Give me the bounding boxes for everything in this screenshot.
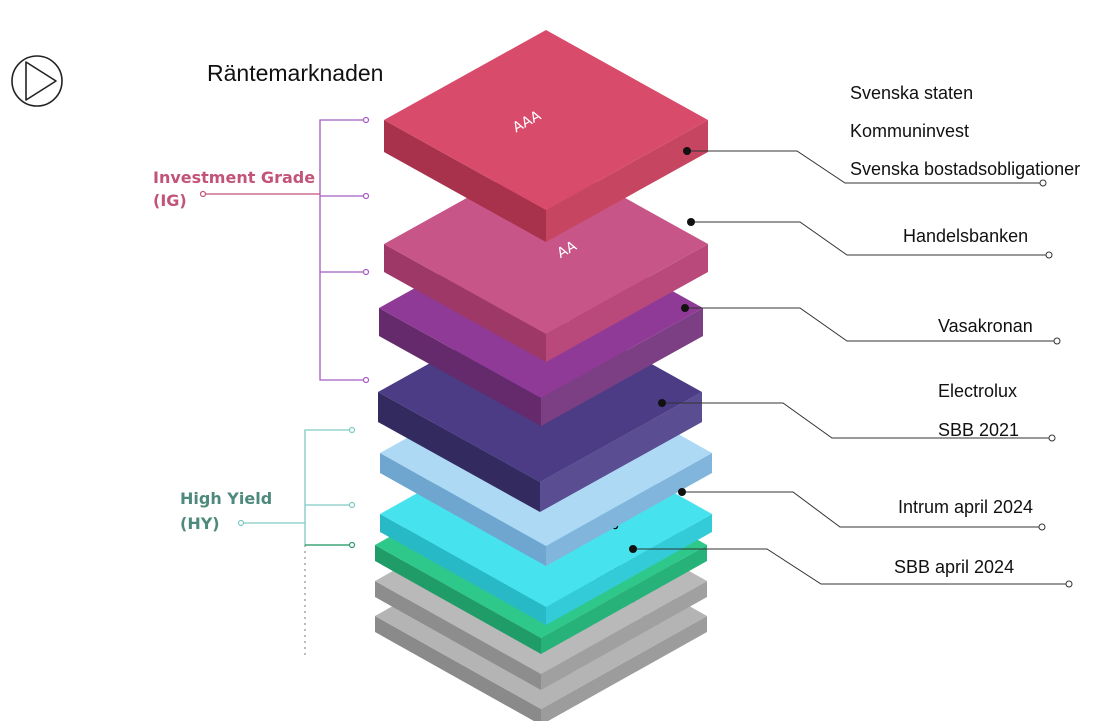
grade-brackets xyxy=(199,116,370,655)
layer-bb-right-face xyxy=(546,453,712,566)
layer-aaa: AAA xyxy=(384,30,708,242)
issuer-electrolux: Electrolux xyxy=(938,381,1017,401)
issuer-kommuninvest: Kommuninvest xyxy=(850,121,969,141)
ig-dot-aa xyxy=(362,192,370,200)
leader-end-dot xyxy=(1048,434,1056,442)
issuer-svenska-staten: Svenska staten xyxy=(850,83,973,103)
layer-aa-top-face xyxy=(384,154,708,334)
leader-end-dot xyxy=(1065,580,1073,588)
layer-aaa-left-face xyxy=(384,120,546,242)
high-yield-name: High Yield xyxy=(180,489,272,508)
ig-dot-aaa xyxy=(362,116,370,124)
leader-line xyxy=(687,150,1043,184)
ig-dot-bbb xyxy=(362,376,370,384)
issuer-vasakronan: Vasakronan xyxy=(938,316,1033,336)
issuer-labels: Svenska staten Kommuninvest Svenska bost… xyxy=(850,83,1080,577)
play-circle-icon xyxy=(11,55,63,107)
hy-bracket-spine xyxy=(304,429,352,546)
layer-bbb-right-face xyxy=(540,392,702,512)
high-yield-label: High Yield (HY) xyxy=(180,489,272,533)
ig-bracket-spine xyxy=(319,119,366,381)
layer-b-left-face xyxy=(380,514,546,625)
issuer-sbb-2021: SBB 2021 xyxy=(938,420,1019,440)
hy-dot-b xyxy=(348,501,356,509)
leader-line xyxy=(685,307,1057,342)
leader-end-dot xyxy=(1053,337,1061,345)
ig-dot-label xyxy=(199,190,207,198)
leader-anchor-dot xyxy=(658,399,666,407)
leader-line xyxy=(682,491,1042,528)
rating-layers: CCCCCCBBBBBBAAAAAA xyxy=(375,30,712,721)
layer-cc-left-face xyxy=(375,581,541,690)
layer-a-right-face xyxy=(541,308,703,426)
ig-dot-a xyxy=(362,268,370,276)
hy-dot-bb xyxy=(348,426,356,434)
leader-anchor-dot xyxy=(681,304,689,312)
layer-aaa-right-face xyxy=(546,120,708,242)
leader-end-dot xyxy=(1039,179,1047,187)
layer-ccc-left-face xyxy=(375,545,541,654)
issuer-sbb-april-2024: SBB april 2024 xyxy=(894,557,1014,577)
issuer-handelsbanken: Handelsbanken xyxy=(903,226,1028,246)
leader-anchor-dot xyxy=(687,218,695,226)
layer-c-left-face xyxy=(375,616,541,721)
layer-ccc-right-face xyxy=(541,545,707,654)
layer-bbb-left-face xyxy=(378,392,540,512)
issuer-intrum-april-2024: Intrum april 2024 xyxy=(898,497,1033,517)
hy-dot-ccc xyxy=(348,541,356,549)
layer-b-right-face xyxy=(546,514,712,625)
issuer-leader-lines xyxy=(629,147,1073,588)
layer-aa-right-face xyxy=(546,244,708,362)
hy-dot-label xyxy=(237,519,245,527)
leader-anchor-dot xyxy=(683,147,691,155)
layer-cc-right-face xyxy=(541,581,707,690)
high-yield-abbr: (HY) xyxy=(180,514,220,533)
leader-anchor-dot xyxy=(678,488,686,496)
leader-line xyxy=(691,221,1049,256)
investment-grade-label: Investment Grade (IG) xyxy=(153,168,315,210)
leader-line xyxy=(662,402,1052,439)
layer-a-left-face xyxy=(379,308,541,426)
leader-end-dot xyxy=(1045,251,1053,259)
issuer-svenska-bostadsobligationer: Svenska bostadsobligationer xyxy=(850,159,1080,179)
leader-anchor-dot xyxy=(629,545,637,553)
page-title: Räntemarknaden xyxy=(207,60,383,86)
leader-line xyxy=(633,548,1069,585)
layer-aaa-top-face xyxy=(384,30,708,210)
layer-aa: AA xyxy=(384,154,708,362)
layer-bb-left-face xyxy=(380,453,546,566)
layer-c-right-face xyxy=(541,616,707,721)
layer-aa-left-face xyxy=(384,244,546,362)
leader-end-dot xyxy=(1038,523,1046,531)
investment-grade-name: Investment Grade xyxy=(153,168,315,187)
investment-grade-abbr: (IG) xyxy=(153,191,187,210)
